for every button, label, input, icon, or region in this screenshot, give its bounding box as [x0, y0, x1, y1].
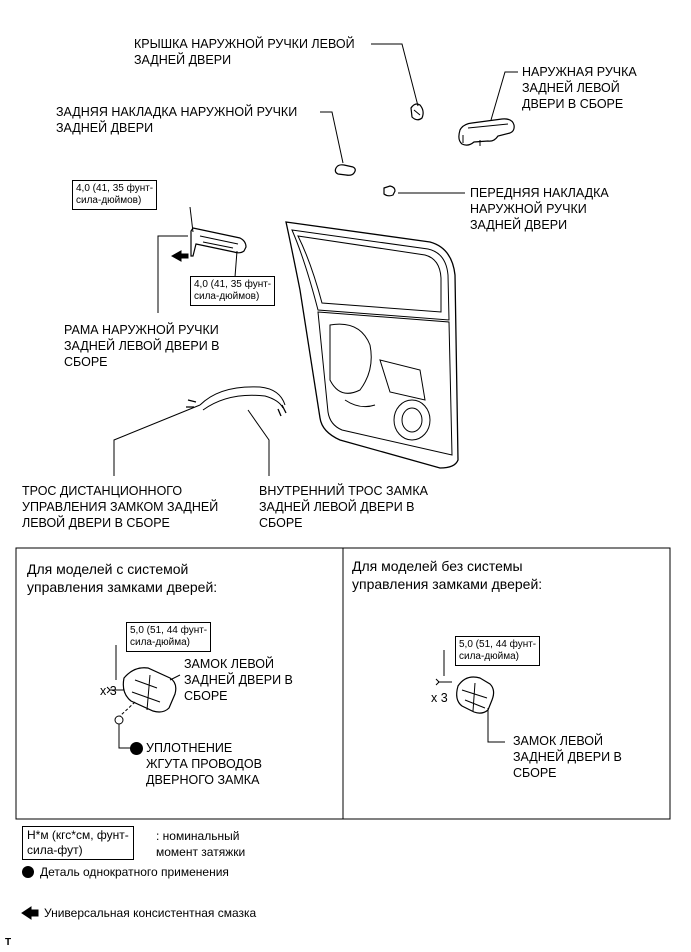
- panel-right-title: Для моделей без системы управления замка…: [352, 558, 543, 592]
- lock-right-shape: [456, 676, 495, 714]
- legend-single-use-icon: [22, 866, 34, 878]
- legend-grease: Универсальная консистентная смазка: [44, 906, 257, 920]
- panel-left-title: Для моделей с системой управления замкам…: [27, 561, 218, 595]
- label-front-pad: ПЕРЕДНЯЯ НАКЛАДКА НАРУЖНОЙ РУЧКИ ЗАДНЕЙ …: [470, 186, 609, 232]
- label-handle-cover: КРЫШКА НАРУЖНОЙ РУЧКИ ЛЕВОЙ ЗАДНЕЙ ДВЕРИ: [134, 37, 355, 67]
- lock-left-shape: [122, 667, 177, 713]
- label-lock-left: ЗАМОК ЛЕВОЙ ЗАДНЕЙ ДВЕРИ В СБОРЕ: [184, 657, 293, 703]
- grease-arrow-icon: [21, 906, 39, 920]
- handle-frame-shape: [190, 227, 247, 257]
- leader-torque2: [234, 250, 238, 278]
- leader-lock-left: [169, 674, 181, 681]
- label-rear-pad: ЗАДНЯЯ НАКЛАДКА НАРУЖНОЙ РУЧКИ ЗАДНЕЙ ДВ…: [56, 105, 298, 135]
- handle-cover-shape: [410, 103, 424, 121]
- leader-frame: [157, 235, 188, 313]
- grease-arrow: [170, 250, 189, 262]
- door-panel-shape: [285, 221, 459, 469]
- label-handle-frame: РАМА НАРУЖНОЙ РУЧКИ ЗАДНЕЙ ЛЕВОЙ ДВЕРИ В…: [64, 323, 220, 369]
- torque-box-3: 5,0 (51, 44 фунт- сила-дюйма): [126, 622, 212, 652]
- x3-right: x 3: [431, 691, 448, 705]
- label-remote-cable: ТРОС ДИСТАНЦИОННОГО УПРАВЛЕНИЯ ЗАМКОМ ЗА…: [22, 484, 219, 530]
- torque-box-2: 4,0 (41, 35 фунт- сила-дюймов): [190, 276, 276, 306]
- x3-left: x 3: [100, 684, 117, 698]
- leader-lock-right: [487, 708, 505, 743]
- leader-remote-cable: [113, 404, 201, 476]
- leader-rear-pad: [320, 111, 344, 164]
- leader-seal: [118, 724, 133, 749]
- legend-single-use: Деталь однократного применения: [40, 865, 229, 879]
- panel-right-frame: [342, 547, 671, 820]
- front-pad-shape: [383, 185, 396, 197]
- legend-torque-box: Н*м (кгс*см, фунт- сила-фут): [22, 826, 134, 860]
- rear-pad-shape: [334, 164, 356, 176]
- torque-box-1: 4,0 (41, 35 фунт- сила-дюймов): [72, 180, 158, 210]
- label-seal: УПЛОТНЕНИЕ ЖГУТА ПРОВОДОВ ДВЕРНОГО ЗАМКА: [146, 741, 262, 787]
- torque-box-4: 5,0 (51, 44 фунт- сила-дюйма): [455, 636, 541, 666]
- seal-shape: [114, 715, 124, 725]
- legend-torque-desc: : номинальный момент затяжки: [156, 829, 246, 859]
- outer-handle-shape: [458, 118, 515, 146]
- single-use-dot-icon: [130, 742, 143, 755]
- label-outer-handle: НАРУЖНАЯ РУЧКА ЗАДНЕЙ ЛЕВОЙ ДВЕРИ В СБОР…: [522, 65, 637, 111]
- label-lock-right: ЗАМОК ЛЕВОЙ ЗАДНЕЙ ДВЕРИ В СБОРЕ: [513, 734, 622, 780]
- remote-cable-shape: [199, 386, 286, 406]
- corner-mark: T: [5, 937, 12, 948]
- leader-cover: [371, 43, 419, 107]
- leader-inner-cable: [247, 409, 270, 476]
- label-inner-cable: ВНУТРЕННИЙ ТРОС ЗАМКА ЗАДНЕЙ ЛЕВОЙ ДВЕРИ…: [259, 484, 428, 530]
- leader-outer-handle: [490, 71, 518, 121]
